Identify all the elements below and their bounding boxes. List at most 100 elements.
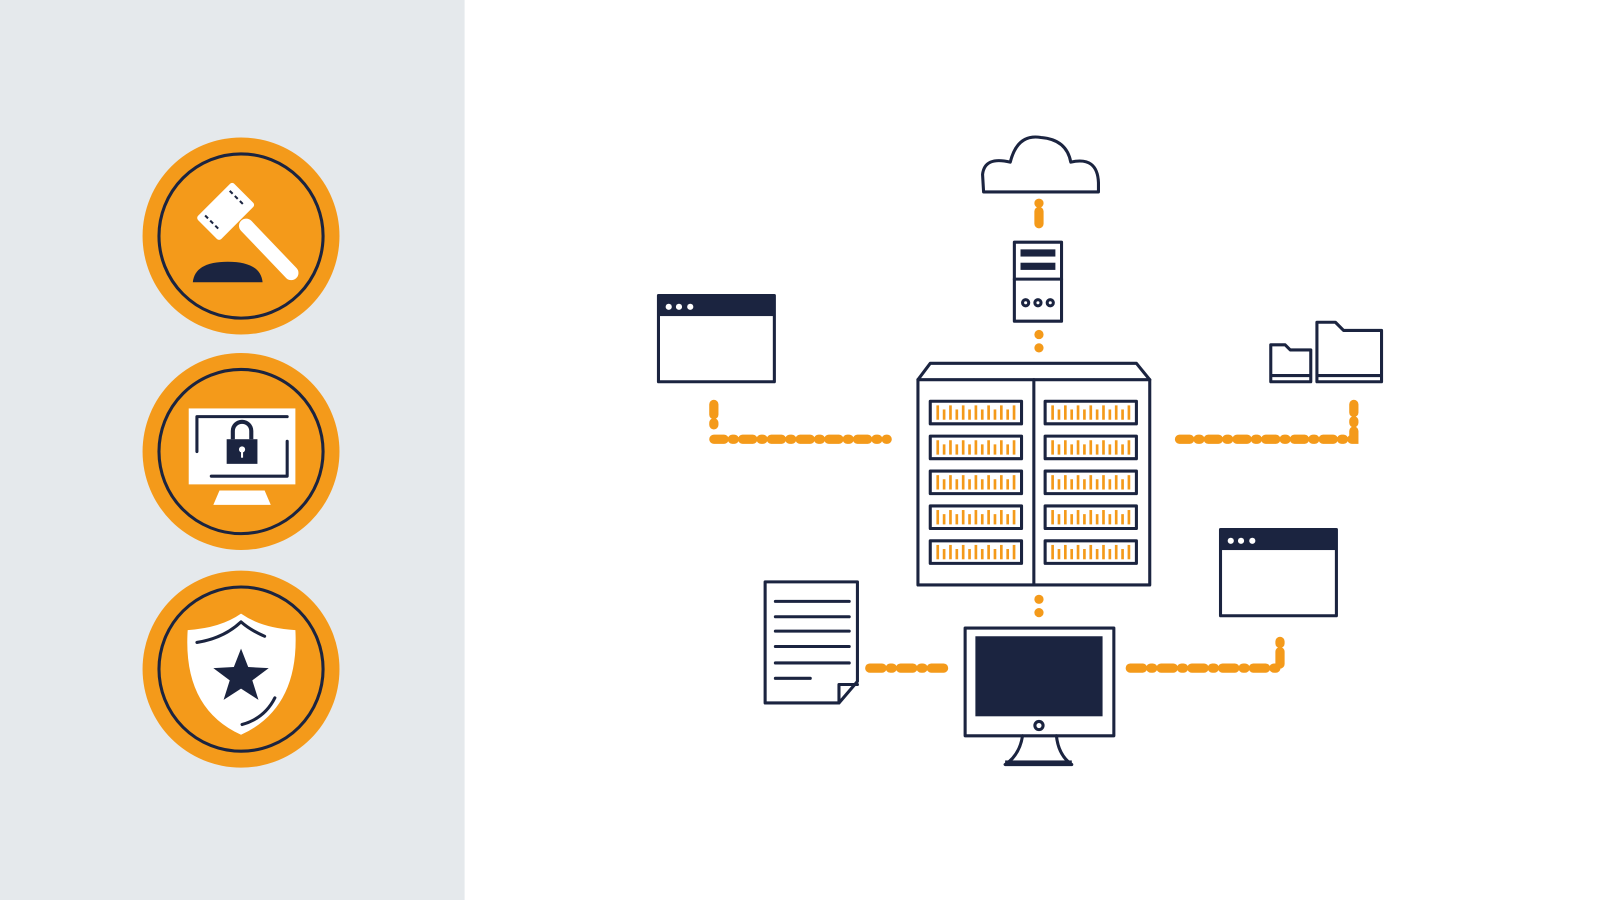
drive-indicator bbox=[1108, 549, 1112, 560]
drive-indicator bbox=[993, 444, 997, 455]
drive-indicator bbox=[1102, 440, 1105, 455]
drive-indicator bbox=[993, 479, 997, 490]
drive-indicator bbox=[936, 544, 940, 560]
drive-indicator bbox=[974, 405, 978, 420]
drive-indicator bbox=[1108, 479, 1112, 490]
drive-indicator bbox=[961, 440, 965, 455]
drive-indicator bbox=[1102, 405, 1105, 420]
drive-indicator bbox=[987, 510, 990, 525]
browser-window-icon bbox=[656, 294, 776, 384]
drive-indicator bbox=[949, 405, 952, 420]
drive-indicator bbox=[1057, 514, 1061, 525]
drive-bay bbox=[1043, 469, 1138, 496]
drive-indicator bbox=[1095, 479, 1099, 490]
drive-indicator bbox=[936, 510, 940, 525]
drive-indicator bbox=[1083, 444, 1086, 455]
drive-indicator bbox=[974, 475, 978, 490]
drive-indicator bbox=[936, 440, 940, 455]
drive-indicator bbox=[949, 440, 952, 455]
drive-indicator bbox=[1076, 440, 1080, 455]
drive-indicator bbox=[1083, 549, 1086, 560]
drive-indicator bbox=[1095, 514, 1099, 525]
network-connectors bbox=[709, 198, 1359, 673]
drive-indicator bbox=[1095, 444, 1099, 455]
drive-indicator bbox=[1064, 475, 1067, 490]
shield-badge bbox=[142, 570, 340, 768]
drive-indicator bbox=[949, 510, 952, 525]
drive-indicator bbox=[1076, 405, 1080, 420]
drive-indicator bbox=[1051, 475, 1054, 490]
drive-indicator bbox=[1095, 549, 1099, 560]
drive-indicator bbox=[955, 444, 959, 455]
drive-indicator bbox=[1095, 409, 1099, 420]
drive-indicator bbox=[987, 475, 990, 490]
browser-window-icon bbox=[1218, 527, 1338, 618]
drive-indicator bbox=[993, 549, 997, 560]
drive-indicator bbox=[1114, 475, 1118, 490]
drive-indicator bbox=[961, 475, 965, 490]
drive-indicator bbox=[1012, 475, 1016, 490]
drive-indicator bbox=[1051, 544, 1054, 560]
drive-indicator bbox=[968, 549, 971, 560]
drive-bay bbox=[1043, 399, 1138, 426]
drive-indicator bbox=[1108, 409, 1112, 420]
drive-bay bbox=[928, 399, 1024, 426]
drive-indicator bbox=[1000, 440, 1003, 455]
drive-indicator bbox=[1127, 405, 1131, 420]
drive-indicator bbox=[942, 409, 946, 420]
drive-indicator bbox=[1089, 475, 1093, 490]
drive-indicator bbox=[1114, 544, 1118, 560]
drive-indicator bbox=[1000, 544, 1003, 560]
drive-indicator bbox=[1000, 405, 1003, 420]
drive-indicator bbox=[1102, 544, 1105, 560]
drive-indicator bbox=[968, 444, 971, 455]
security-monitor-badge bbox=[142, 353, 340, 551]
drive-indicator bbox=[1121, 479, 1124, 490]
drive-indicator bbox=[1006, 549, 1010, 560]
drive-indicator bbox=[980, 479, 984, 490]
drive-indicator bbox=[993, 514, 997, 525]
drive-indicator bbox=[942, 444, 946, 455]
drive-indicator bbox=[1083, 409, 1086, 420]
drive-indicator bbox=[936, 405, 940, 420]
drive-indicator bbox=[1064, 544, 1067, 560]
drive-indicator bbox=[1064, 405, 1067, 420]
drive-indicator bbox=[936, 475, 940, 490]
drive-bay bbox=[928, 504, 1024, 531]
drive-indicator bbox=[980, 444, 984, 455]
drive-indicator bbox=[1012, 544, 1016, 560]
drive-indicator bbox=[1076, 510, 1080, 525]
drive-indicator bbox=[974, 544, 978, 560]
drive-indicator bbox=[1102, 475, 1105, 490]
drive-indicator bbox=[1006, 444, 1010, 455]
drive-indicator bbox=[961, 544, 965, 560]
drive-indicator bbox=[1064, 510, 1067, 525]
drive-indicator bbox=[1057, 549, 1061, 560]
drive-indicator bbox=[1121, 444, 1124, 455]
drive-indicator bbox=[968, 479, 971, 490]
drive-indicator bbox=[987, 405, 990, 420]
monitor-lock-icon bbox=[188, 408, 296, 505]
drive-indicator bbox=[1070, 549, 1074, 560]
drive-indicator bbox=[980, 549, 984, 560]
folders-icon bbox=[1269, 320, 1384, 384]
drive-indicator bbox=[1000, 475, 1003, 490]
drive-indicator bbox=[949, 544, 952, 560]
drive-indicator bbox=[1102, 510, 1105, 525]
drive-indicator bbox=[987, 440, 990, 455]
server-tower-icon bbox=[1012, 240, 1064, 323]
drive-indicator bbox=[1051, 440, 1054, 455]
drive-indicator bbox=[1089, 510, 1093, 525]
drive-indicator bbox=[1089, 544, 1093, 560]
drive-indicator bbox=[1057, 479, 1061, 490]
drive-indicator bbox=[1012, 510, 1016, 525]
drive-bay bbox=[1043, 539, 1138, 565]
drive-indicator bbox=[1127, 510, 1131, 525]
drive-indicator bbox=[1057, 409, 1061, 420]
drive-bay bbox=[1043, 504, 1138, 531]
drive-indicator bbox=[1108, 514, 1112, 525]
drive-indicator bbox=[1000, 510, 1003, 525]
drive-indicator bbox=[1051, 405, 1054, 420]
drive-indicator bbox=[1070, 409, 1074, 420]
drive-indicator bbox=[955, 409, 959, 420]
